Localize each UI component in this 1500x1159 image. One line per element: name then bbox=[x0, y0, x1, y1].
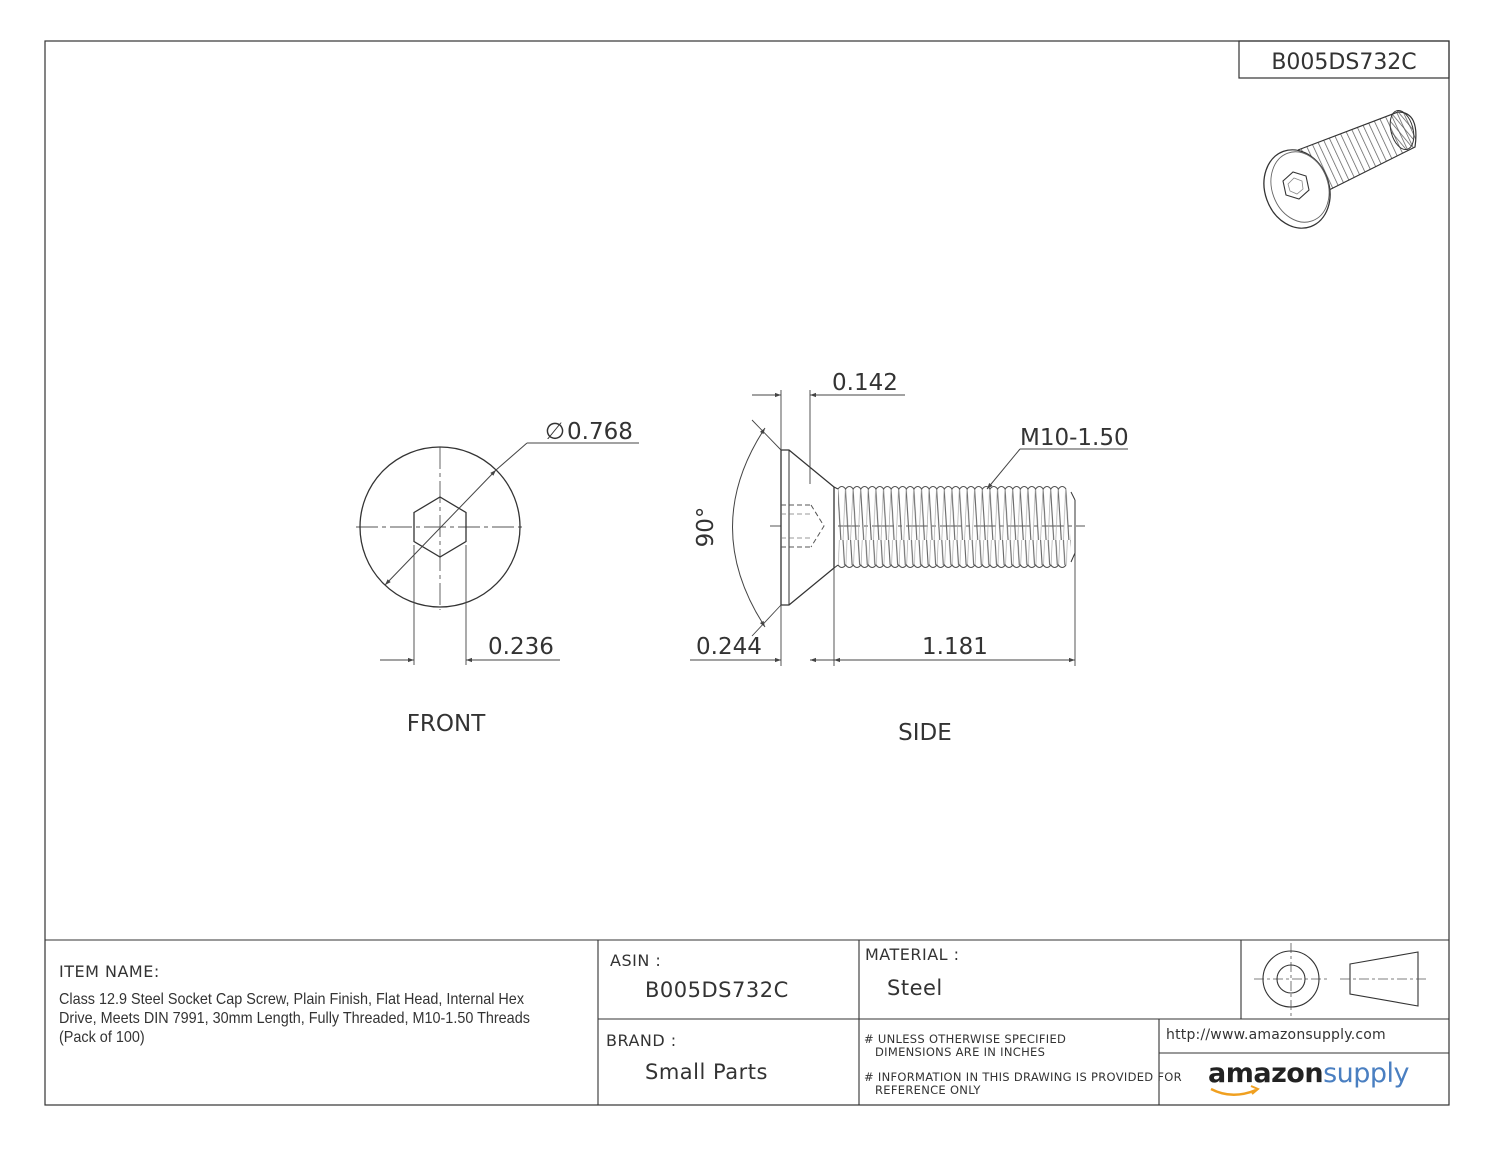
head-height-label: 0.244 bbox=[696, 634, 762, 660]
logo-smile-icon bbox=[1210, 1087, 1257, 1096]
amazonsupply-logo: amazonsupply bbox=[1208, 1058, 1409, 1089]
asin-value: B005DS732C bbox=[645, 978, 789, 1002]
angle-arc bbox=[732, 427, 766, 628]
length-label: 1.181 bbox=[922, 634, 988, 660]
sheet-border bbox=[44, 40, 1450, 1106]
note-reference: # INFORMATION IN THIS DRAWING IS PROVIDE… bbox=[864, 1071, 1182, 1097]
logo-word-amazon: amazon bbox=[1208, 1058, 1324, 1089]
brand-label: BRAND : bbox=[606, 1031, 677, 1050]
isometric-view bbox=[1263, 109, 1417, 229]
material-value: Steel bbox=[887, 976, 943, 1000]
note-units-line1: # UNLESS OTHERWISE SPECIFIED bbox=[864, 1032, 1067, 1046]
item-name-line: Drive, Meets DIN 7991, 30mm Length, Full… bbox=[59, 1010, 530, 1027]
note-reference-line1: # INFORMATION IN THIS DRAWING IS PROVIDE… bbox=[864, 1070, 1182, 1084]
material-label: MATERIAL : bbox=[865, 945, 960, 964]
part-number: B005DS732C bbox=[1271, 50, 1416, 75]
head-thickness-label: 0.142 bbox=[832, 370, 898, 396]
angle-label: 90° bbox=[693, 507, 719, 548]
projection-symbol bbox=[1254, 943, 1428, 1016]
note-units-line2: DIMENSIONS ARE IN INCHES bbox=[875, 1045, 1046, 1059]
note-reference-line2: REFERENCE ONLY bbox=[875, 1083, 981, 1097]
diameter-symbol: ∅ bbox=[545, 419, 565, 445]
item-name-label: ITEM NAME: bbox=[59, 962, 160, 981]
item-name-description: Class 12.9 Steel Socket Cap Screw, Plain… bbox=[59, 990, 563, 1047]
logo-word-supply: supply bbox=[1323, 1058, 1409, 1089]
front-label: FRONT bbox=[407, 711, 487, 737]
head-diameter-label: 0.768 bbox=[567, 419, 633, 445]
head-outline bbox=[359, 446, 521, 608]
thread-spec-label: M10-1.50 bbox=[1020, 425, 1129, 451]
side-view: 0.142 M10-1.50 90° 0.244 1.181 SIDE bbox=[690, 370, 1129, 746]
website-link[interactable]: http://www.amazonsupply.com bbox=[1166, 1027, 1386, 1043]
hex-size-label: 0.236 bbox=[488, 634, 554, 660]
note-units: # UNLESS OTHERWISE SPECIFIED DIMENSIONS … bbox=[864, 1033, 1066, 1059]
item-name-line: (Pack of 100) bbox=[59, 1029, 145, 1046]
diameter-dim-line bbox=[384, 469, 497, 586]
brand-value: Small Parts bbox=[645, 1060, 768, 1084]
part-number-box: B005DS732C bbox=[1238, 40, 1450, 79]
side-label: SIDE bbox=[898, 720, 952, 746]
front-view: ∅ 0.768 0.236 FRONT bbox=[356, 419, 639, 737]
asin-label: ASIN : bbox=[610, 951, 662, 970]
threaded-shank bbox=[838, 489, 1071, 565]
title-block-grid bbox=[45, 939, 1449, 1105]
item-name-line: Class 12.9 Steel Socket Cap Screw, Plain… bbox=[59, 991, 525, 1008]
